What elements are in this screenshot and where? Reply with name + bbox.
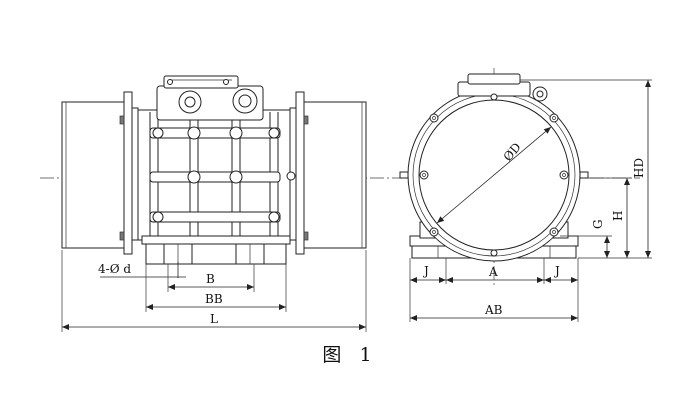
end-dimensions: J A J AB G H HD [409, 79, 652, 322]
dimension-g-label: G [591, 219, 605, 229]
grease-nipple-icon [286, 171, 296, 181]
end-flange-bolts [419, 93, 569, 257]
end-view: ØD J A J AB G [392, 68, 652, 322]
hole-dimension-label: 4-Ø d [98, 262, 131, 276]
dimension-ab-label: AB [484, 303, 503, 317]
dimension-b-label: B [206, 272, 215, 286]
tie-rods [149, 126, 281, 223]
terminal-box [156, 75, 264, 121]
dimension-hd-label: HD [632, 158, 646, 178]
dimension-l-label: L [210, 312, 218, 326]
diameter-line [436, 126, 552, 224]
side-dimensions: 4-Ø d B BB L [61, 250, 367, 332]
dimension-j-left-label: J [422, 264, 429, 278]
dimension-a-label: A [488, 265, 498, 279]
figure-caption: 图 1 [322, 344, 378, 366]
end-terminal-box [457, 73, 548, 102]
left-eccentric-weight [61, 101, 131, 249]
side-view: 4-Ø d B BB L [40, 75, 390, 332]
right-flange [295, 91, 305, 255]
dimension-j-right-label: J [553, 264, 560, 278]
mounting-feet [141, 235, 291, 265]
left-flange [123, 91, 133, 255]
dimension-bb-label: BB [205, 292, 223, 306]
dimension-h-label: H [611, 211, 625, 221]
right-eccentric-weight [297, 101, 367, 249]
